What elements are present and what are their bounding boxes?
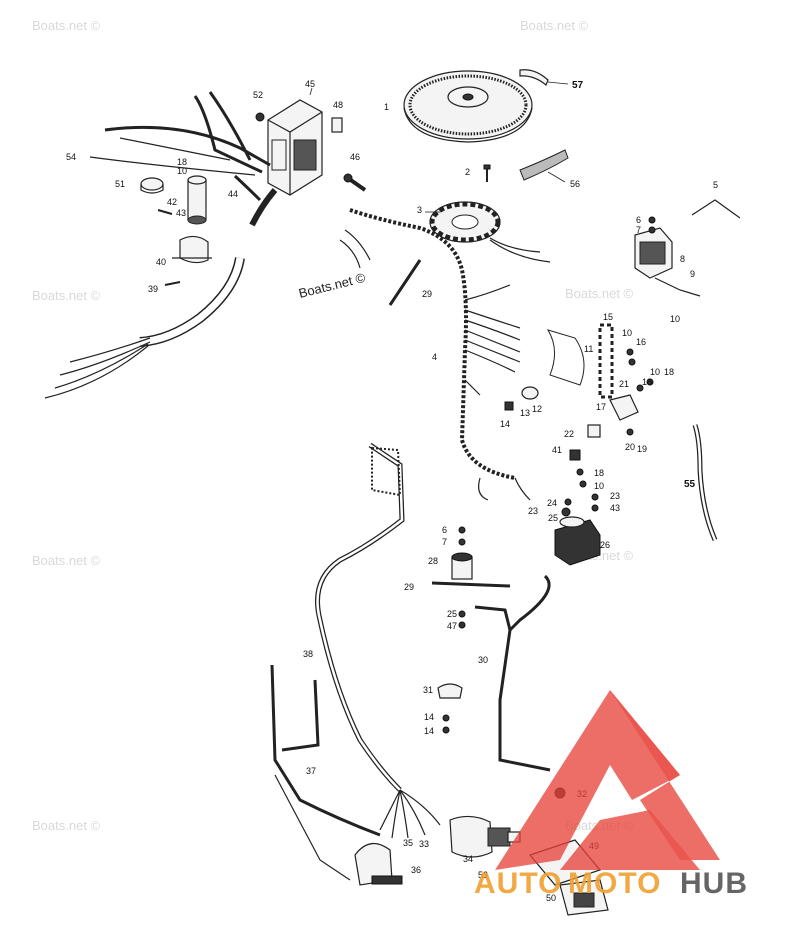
callout-36: 36 xyxy=(411,865,421,875)
callout-33: 33 xyxy=(419,839,429,849)
watermark-layer: Boats.net © Boats.net © Boats.net © Boat… xyxy=(32,18,634,833)
callout-47: 47 xyxy=(447,621,457,631)
callout-7: 7 xyxy=(636,225,641,235)
rectifier xyxy=(634,227,673,279)
callout-41: 41 xyxy=(552,445,562,455)
callout-10: 10 xyxy=(594,481,604,491)
callout-18: 18 xyxy=(642,377,652,387)
callout-14: 14 xyxy=(424,726,434,736)
logo-text-auto: AUTO xyxy=(474,867,562,900)
callout-28: 28 xyxy=(428,556,438,566)
switch-box xyxy=(267,99,323,196)
callout-12: 12 xyxy=(532,404,542,414)
callout-10: 10 xyxy=(177,166,187,176)
callout-14: 14 xyxy=(500,419,510,429)
watermark: Boats.net © xyxy=(32,288,101,303)
callout-52: 52 xyxy=(253,90,263,100)
callout-10: 10 xyxy=(670,314,680,324)
callout-45: 45 xyxy=(305,79,315,89)
callout-5: 5 xyxy=(713,180,718,190)
callout-42: 42 xyxy=(167,197,177,207)
callout-10: 10 xyxy=(650,367,660,377)
callout-43: 43 xyxy=(610,503,620,513)
callout-23: 23 xyxy=(528,506,538,516)
callout-48: 48 xyxy=(333,100,343,110)
callout-4: 4 xyxy=(432,352,437,362)
callout-53: 53 xyxy=(478,870,488,880)
main-harness xyxy=(349,208,516,480)
callout-18: 18 xyxy=(594,468,604,478)
watermark: Boats.net © xyxy=(32,818,101,833)
callout-7: 7 xyxy=(442,537,447,547)
ignition-switch xyxy=(449,815,521,858)
callout-23: 23 xyxy=(610,491,620,501)
callout-26: 26 xyxy=(600,540,610,550)
ring-56 xyxy=(519,149,569,181)
callout-17: 17 xyxy=(596,402,606,412)
callout-9: 9 xyxy=(690,269,695,279)
automotohub-logo: AUTO MOTO HUB xyxy=(474,690,748,900)
capacitor xyxy=(451,552,473,580)
watermark: Boats.net © xyxy=(32,18,101,33)
callout-25: 25 xyxy=(447,609,457,619)
flywheel-key-57 xyxy=(519,69,549,86)
callout-40: 40 xyxy=(156,257,166,267)
callout-50: 50 xyxy=(546,893,556,903)
callout-57: 57 xyxy=(572,80,584,91)
flywheel xyxy=(403,70,533,143)
callout-51: 51 xyxy=(115,179,125,189)
watermark: Boats.net © xyxy=(32,553,101,568)
callout-44: 44 xyxy=(228,189,238,199)
callout-6: 6 xyxy=(442,525,447,535)
callout-20: 20 xyxy=(625,442,635,452)
callout-46: 46 xyxy=(350,152,360,162)
callout-37: 37 xyxy=(306,766,316,776)
callout-18: 18 xyxy=(664,367,674,377)
callout-2: 2 xyxy=(465,167,470,177)
callout-29: 29 xyxy=(422,289,432,299)
callout-43: 43 xyxy=(176,208,186,218)
callout-14: 14 xyxy=(424,712,434,722)
watermark: Boats.net © xyxy=(520,18,589,33)
callout-30: 30 xyxy=(478,655,488,665)
stator xyxy=(429,201,501,243)
callout-21: 21 xyxy=(619,379,629,389)
logo-text-hub: HUB xyxy=(680,867,748,900)
warning-horn xyxy=(354,843,403,886)
callout-34: 34 xyxy=(463,854,473,864)
callout-35: 35 xyxy=(403,838,413,848)
callout-25: 25 xyxy=(548,513,558,523)
callout-11: 11 xyxy=(584,344,593,354)
callout-22: 22 xyxy=(564,429,574,439)
callout-38: 38 xyxy=(303,649,313,659)
ignition-coil xyxy=(187,175,207,225)
callout-16: 16 xyxy=(636,337,646,347)
fasteners xyxy=(442,216,656,734)
watermark-center: Boats.net © xyxy=(297,270,367,301)
callout-19: 19 xyxy=(637,444,647,454)
callout-39: 39 xyxy=(148,284,158,294)
callout-55: 55 xyxy=(684,479,696,490)
callout-56: 56 xyxy=(570,179,580,189)
callout-13: 13 xyxy=(520,408,530,418)
callout-8: 8 xyxy=(680,254,685,264)
callout-3: 3 xyxy=(417,205,422,215)
callout-15: 15 xyxy=(603,312,613,322)
callout-29: 29 xyxy=(404,582,414,592)
callout-31: 31 xyxy=(423,685,433,695)
callout-6: 6 xyxy=(636,215,641,225)
callout-24: 24 xyxy=(547,498,557,508)
callout-10: 10 xyxy=(622,328,632,338)
watermark: Boats.net © xyxy=(565,286,634,301)
callout-labels: 57 1 45 52 48 54 18 10 46 2 56 5 51 44 4… xyxy=(66,79,718,903)
callout-18: 18 xyxy=(177,157,187,167)
logo-text-moto: MOTO xyxy=(568,867,661,900)
callout-54: 54 xyxy=(66,152,76,162)
starter-solenoid xyxy=(554,507,601,566)
callout-1: 1 xyxy=(384,102,389,112)
